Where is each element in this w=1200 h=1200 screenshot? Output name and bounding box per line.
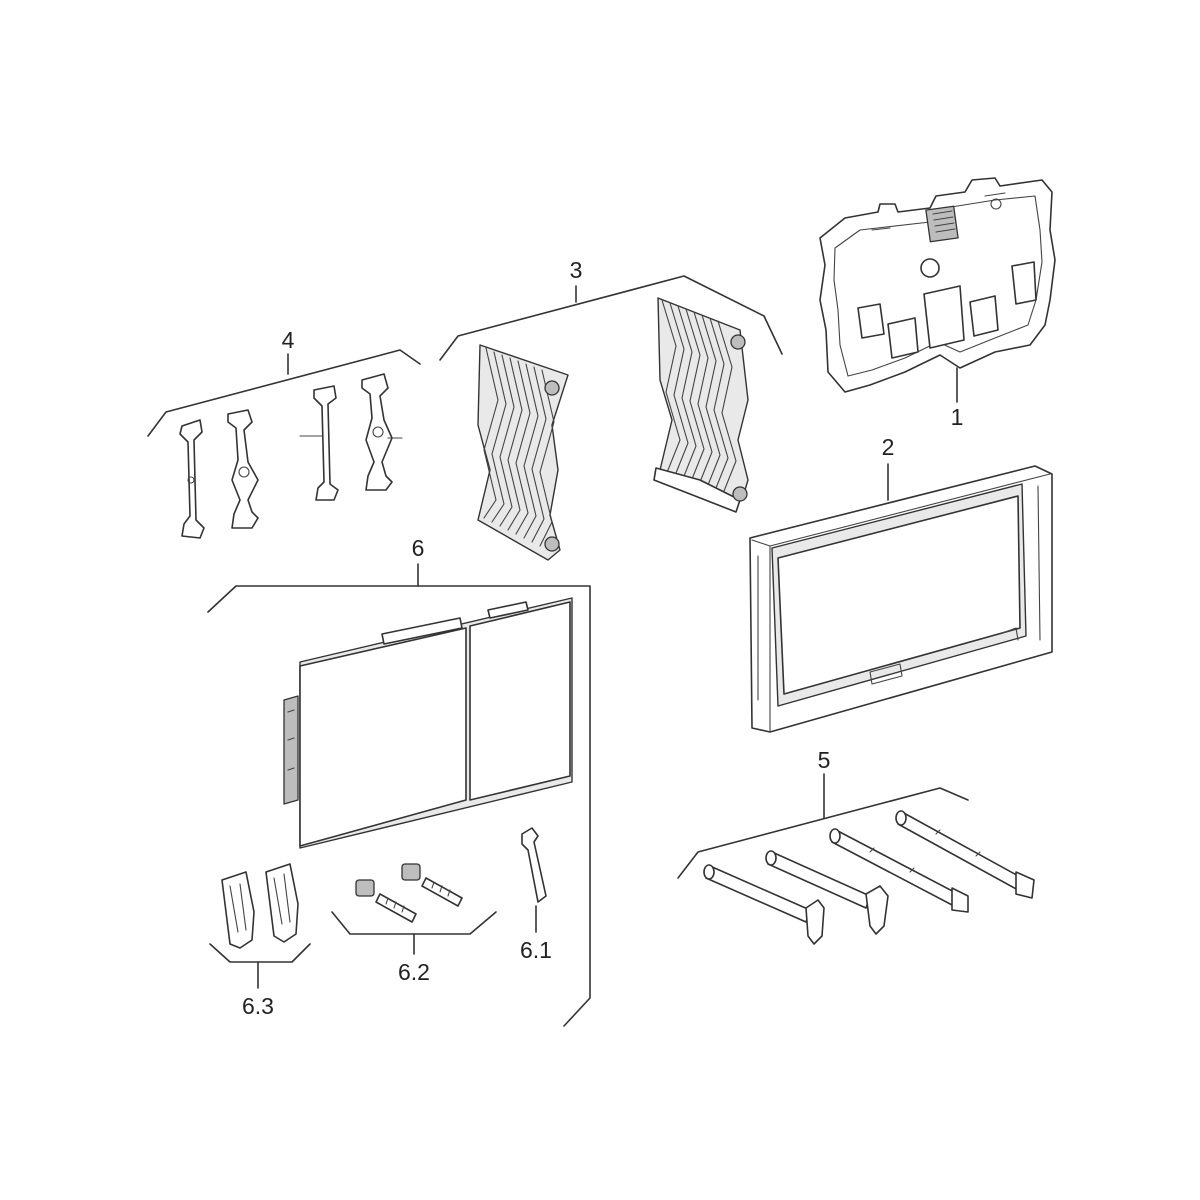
part-6-3-clips xyxy=(221,863,299,949)
leader-lines xyxy=(147,275,969,1027)
part-4-clip-2 xyxy=(227,409,259,529)
part-3-brackets xyxy=(477,297,749,561)
part-6-2-screw-2 xyxy=(401,863,463,907)
part-6-2-screws xyxy=(355,863,463,923)
part-4-clip-4 xyxy=(361,373,403,491)
part-4-clips xyxy=(179,373,403,539)
callout-2: 2 xyxy=(882,434,895,460)
callout-6-2: 6.2 xyxy=(398,959,430,985)
part-2-frame xyxy=(749,465,1053,733)
bracket-line-4 xyxy=(147,349,421,437)
bracket-line-6 xyxy=(207,585,591,1027)
part-4-clip-1 xyxy=(179,419,205,539)
part-4-clip-3 xyxy=(299,385,339,501)
bracket-line-3 xyxy=(439,275,783,361)
callout-6: 6 xyxy=(412,535,425,561)
part-1-mounting-plate xyxy=(819,177,1056,393)
bracket-line-6-3 xyxy=(209,943,311,963)
part-6-2-screw-1 xyxy=(355,879,417,923)
part-5-rod-4 xyxy=(895,810,1035,899)
callout-3: 3 xyxy=(570,257,583,283)
bracket-line-5 xyxy=(677,787,969,879)
part-3-right-bracket xyxy=(653,297,749,513)
callout-1: 1 xyxy=(951,404,964,430)
callout-5: 5 xyxy=(818,747,831,773)
part-6-flush-plate xyxy=(283,597,573,849)
part-5-rod-1 xyxy=(703,864,825,945)
part-6-1-lever xyxy=(521,827,547,903)
part-5-rods xyxy=(703,810,1035,945)
bracket-line-6-2 xyxy=(331,911,497,935)
part-5-rod-2 xyxy=(765,850,889,935)
part-5-rod-3 xyxy=(829,828,969,913)
callout-6-3: 6.3 xyxy=(242,993,274,1019)
callout-labels: 1 2 3 4 5 6 6.1 6.2 6.3 xyxy=(242,257,963,1019)
callout-4: 4 xyxy=(282,327,295,353)
callout-6-1: 6.1 xyxy=(520,937,552,963)
part-3-left-bracket xyxy=(477,344,569,561)
